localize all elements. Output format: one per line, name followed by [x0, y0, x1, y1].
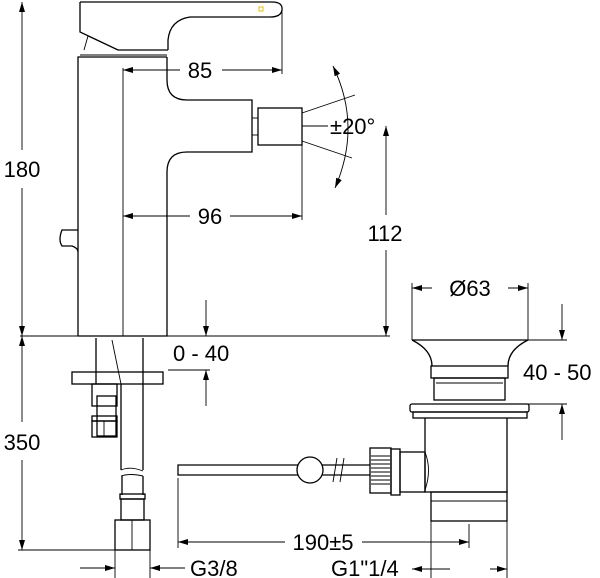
dim-waste-thread: G1"1/4	[331, 556, 399, 578]
dim-waste-diameter: Ø63	[449, 276, 491, 301]
waste-assembly	[177, 339, 530, 522]
dim-waste-range: 40 - 50	[523, 360, 592, 385]
faucet-body	[77, 54, 253, 337]
dim-deck-thickness: 0 - 40	[173, 341, 229, 366]
dim-rod-length: 190±5	[292, 530, 353, 555]
lever-handle	[79, 1, 283, 51]
mounting-assembly	[71, 338, 164, 551]
dim-inlet-thread: G3/8	[190, 556, 238, 578]
popup-knob	[59, 229, 79, 253]
dim-hose-length: 350	[4, 430, 41, 455]
dim-spout-reach: 85	[188, 58, 212, 83]
dimension-lines	[18, 2, 567, 578]
aerator	[252, 65, 356, 189]
dim-aerator-height: 112	[367, 221, 402, 246]
dim-swivel-angle: ±20°	[330, 114, 375, 139]
dim-overall-height: 180	[4, 157, 41, 182]
dim-aerator-reach: 96	[198, 204, 222, 229]
marker-square	[258, 6, 264, 12]
